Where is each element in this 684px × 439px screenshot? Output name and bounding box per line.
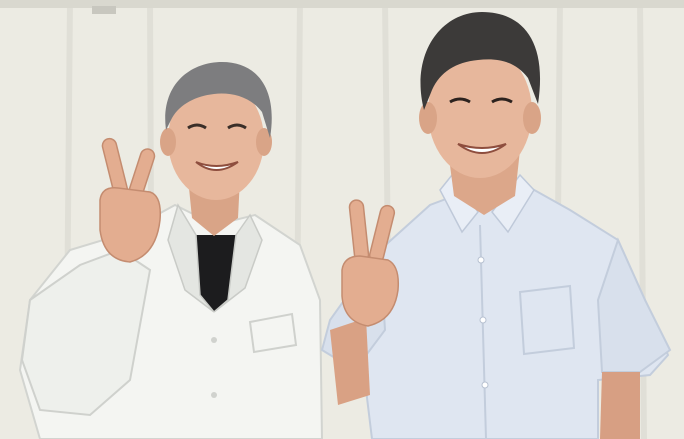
right-eye [491,97,513,104]
person-right [320,12,672,439]
left-face [168,80,264,200]
left-smile [195,161,239,171]
person-left [18,62,324,439]
right-raised-arm [330,318,370,405]
right-collar-left [439,173,479,234]
left-coat-pocket [248,312,298,354]
left-undershirt [196,235,236,312]
right-peace-hand [341,199,400,327]
left-ear [160,128,176,156]
left-lapel-right [213,213,263,313]
rail-clip [92,6,116,14]
left-eye [227,123,247,130]
left-peace-hand [99,137,162,263]
right-shirt-button [479,316,487,324]
right-ear [523,102,541,134]
left-hair [165,62,272,138]
right-shirt-button [477,256,485,264]
left-coat-button [211,337,217,343]
left-ear [256,128,272,156]
right-shirt-button [481,381,489,389]
right-hair [420,12,541,110]
right-shirt-pocket [518,284,576,356]
left-raised-sleeve [20,248,152,417]
right-smile [457,143,507,154]
right-ear [419,102,437,134]
right-eye [449,97,471,104]
curtain-rail [0,0,684,8]
right-forearm [600,372,640,439]
left-eye [187,123,207,130]
left-coat-button [211,392,217,398]
